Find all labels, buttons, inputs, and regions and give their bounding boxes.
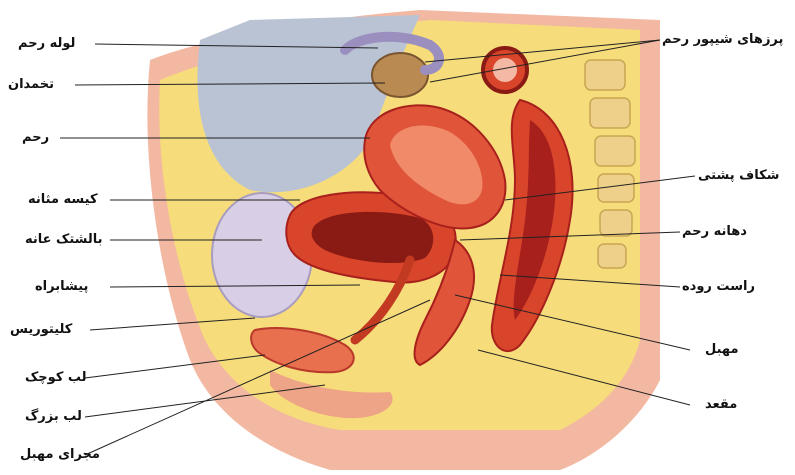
label-uterine-fimbriae: پرزهای شیپور رحم: [662, 32, 783, 48]
label-rectum: راست روده: [682, 279, 755, 295]
label-labia-minora: لب کوچک: [25, 370, 87, 386]
label-fallopian-tube: لوله رحم: [18, 36, 75, 52]
label-labia-majora: لب بزرگ: [25, 409, 82, 425]
label-ovary: تخمدان: [8, 77, 54, 93]
label-vagina: مهبل: [705, 342, 739, 358]
label-urethra: پیشابراه: [35, 279, 88, 295]
label-anus: مقعد: [705, 397, 737, 413]
label-uterus: رحم: [22, 130, 49, 146]
label-bladder: کیسه مثانه: [28, 192, 98, 208]
label-pubic-pad: بالشتک عانه: [25, 232, 103, 248]
label-vaginal-canal: مجرای مهبل: [20, 447, 100, 463]
label-clitoris: کلیتوریس: [10, 322, 72, 338]
label-cervix: دهانه رحم: [682, 224, 747, 240]
ovary-shape: [372, 53, 428, 97]
label-posterior-fornix: شکاف پشتی: [698, 168, 779, 184]
